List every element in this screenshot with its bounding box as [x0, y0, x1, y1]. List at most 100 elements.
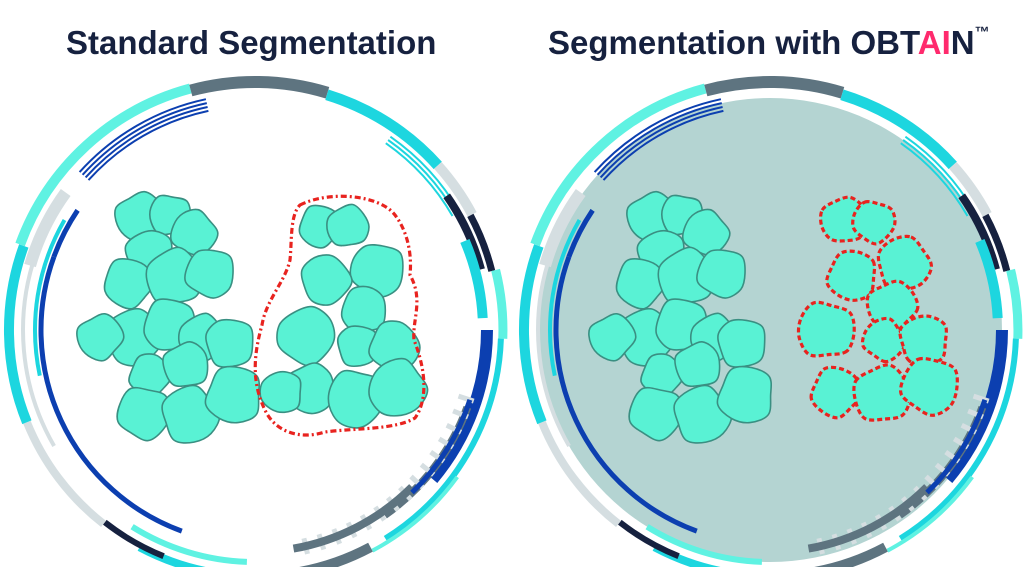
ring-segment: [38, 255, 183, 534]
ring-segment: [602, 109, 724, 181]
ring-segment: [87, 109, 209, 181]
cell: [300, 254, 353, 306]
ring-segment: [982, 213, 1011, 272]
ring-segment: [536, 250, 571, 447]
cell: [76, 312, 125, 362]
ring-segment: [130, 524, 248, 565]
ring-segment: [385, 142, 454, 217]
segmented-cell: [898, 314, 948, 366]
ring-segment: [33, 219, 67, 377]
ring-segment: [84, 106, 208, 179]
dish-rings-left: [4, 76, 508, 567]
cell-cluster-right-unsegmented: [588, 190, 773, 444]
cell: [162, 341, 209, 388]
ring-segment: [1006, 268, 1023, 339]
cell: [184, 249, 234, 299]
cell-cluster-left-unsegmented: [76, 190, 261, 444]
ring-segment: [292, 484, 415, 553]
segmented-cell: [860, 316, 908, 364]
ring-segment: [21, 250, 56, 447]
ring-segment: [51, 208, 80, 258]
cell: [657, 246, 716, 305]
ring-segment: [519, 244, 547, 425]
segmented-cell: [796, 300, 856, 358]
cell: [368, 357, 429, 417]
ring-segment: [975, 238, 1003, 319]
ring-segment: [78, 98, 207, 173]
ring-segment: [491, 268, 508, 339]
ring-segment: [599, 106, 723, 179]
ring-segment: [539, 188, 586, 268]
ring-segment: [102, 519, 165, 559]
cell: [259, 370, 302, 414]
ring-segment: [553, 255, 698, 534]
cell: [103, 258, 155, 310]
ring-segment: [467, 213, 496, 272]
ring-segment: [886, 475, 974, 553]
cell: [349, 243, 404, 298]
petri-dish-right: [519, 76, 1023, 567]
segmented-cell: [851, 200, 897, 246]
ring-segment: [949, 162, 992, 217]
ring-segment: [24, 188, 71, 268]
ring-segment: [4, 244, 32, 425]
obtain-segmentation-title: Segmentation with OBTAIN™: [548, 24, 990, 61]
ring-segment: [958, 193, 1000, 271]
ring-segment: [645, 524, 763, 565]
ring-segment: [15, 83, 192, 247]
ring-segment: [434, 162, 477, 217]
ring-segment: [596, 102, 723, 176]
segmented-cell: [852, 363, 912, 422]
segmentation-outline-whole-cluster: [253, 194, 426, 437]
cell: [204, 365, 261, 424]
ring-segment: [81, 102, 208, 176]
ring-segment: [548, 219, 582, 377]
standard-segmentation-title: Standard Segmentation: [66, 24, 437, 61]
cell-cluster-left-segmented: [259, 203, 429, 429]
ring-segment: [840, 89, 957, 170]
ring-segment: [704, 76, 845, 99]
cell: [717, 318, 766, 368]
ring-segment: [443, 193, 485, 271]
dish-rings-right: [519, 76, 1023, 567]
cell: [145, 246, 204, 305]
ring-segment: [566, 208, 595, 258]
brand-part-1: OBT: [850, 24, 918, 61]
title-prefix: Segmentation with: [548, 24, 851, 61]
ring-segment: [943, 329, 1008, 483]
ring-segment: [900, 142, 969, 217]
cell: [326, 203, 370, 247]
cell: [588, 312, 637, 362]
ring-segment: [593, 98, 722, 173]
cell: [116, 386, 172, 442]
cell: [716, 365, 773, 424]
cell: [696, 249, 746, 299]
ring-segment: [538, 420, 621, 528]
segmented-cell: [825, 249, 877, 302]
ring-segment: [460, 238, 488, 319]
ring-segment: [925, 399, 988, 495]
ring-segment: [813, 542, 888, 567]
ring-segment: [617, 519, 680, 559]
ring-segment: [325, 89, 442, 170]
segmented-cell: [899, 356, 959, 417]
brand-part-2: N: [950, 24, 975, 61]
trademark-symbol: ™: [974, 24, 990, 41]
ring-segment: [23, 420, 106, 528]
ring-segment: [189, 76, 330, 99]
cell: [336, 325, 381, 368]
ring-segment: [898, 338, 1019, 542]
ring-segment: [428, 329, 493, 483]
ring-segment: [383, 338, 504, 542]
cell-cluster-right-individually-segmented: [796, 195, 959, 422]
ring-segment: [371, 475, 459, 553]
brand-ai-highlight: AI: [917, 24, 951, 61]
cell: [205, 318, 254, 368]
petri-dish-left: [4, 76, 508, 567]
ring-segment: [530, 83, 707, 247]
ring-segment: [410, 399, 473, 495]
cell: [674, 341, 721, 388]
ring-segment: [807, 484, 930, 553]
cell: [340, 285, 387, 332]
